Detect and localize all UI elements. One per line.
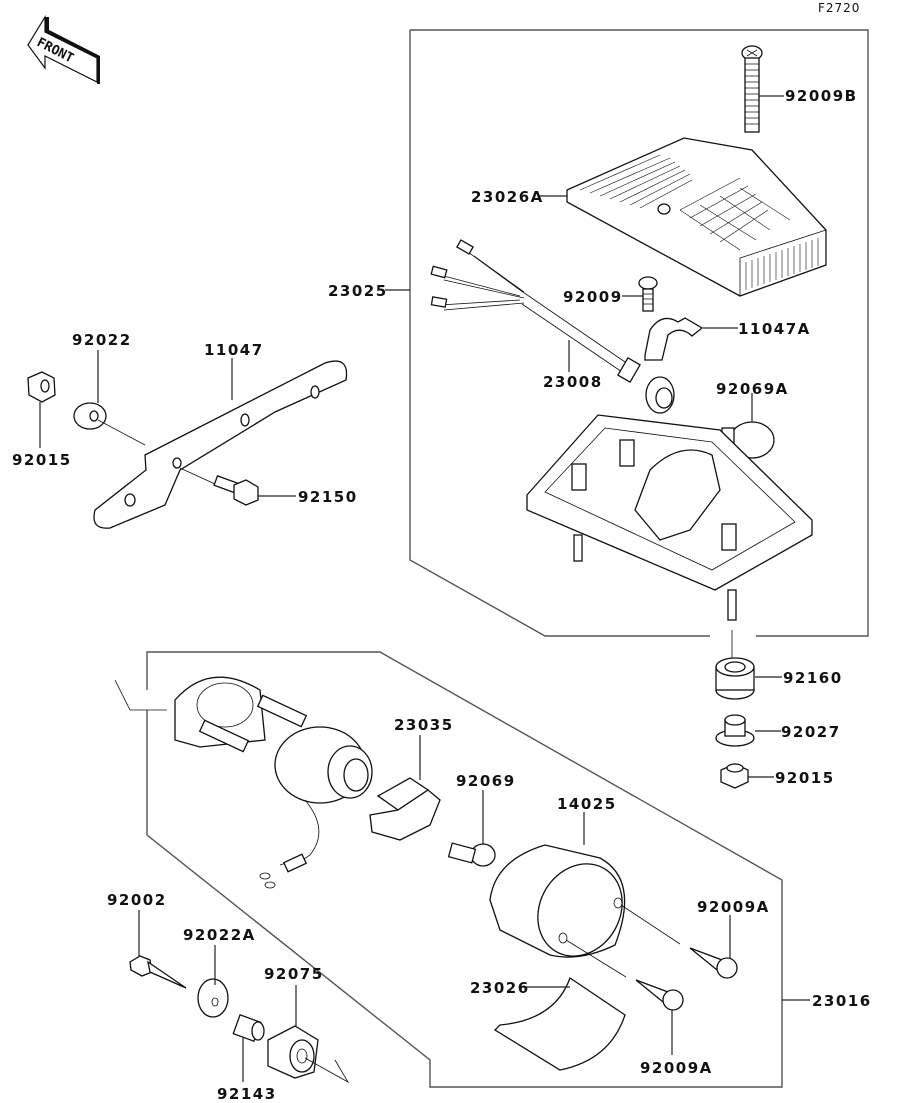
part-label: 92022 xyxy=(72,331,132,349)
part-label: 92075 xyxy=(264,965,324,983)
grommet-92075 xyxy=(267,1025,350,1084)
part-label: 23035 xyxy=(394,716,454,734)
figure-code: F2720 xyxy=(818,1,860,15)
bracket-11047 xyxy=(93,360,348,529)
part-label: 23026A xyxy=(471,188,544,206)
part-label: 92009 xyxy=(563,288,623,306)
part-label: 23008 xyxy=(543,373,603,391)
collar-92143 xyxy=(232,1014,265,1042)
bulb-socket xyxy=(259,726,373,889)
part-label: 23025 xyxy=(328,282,388,300)
part-label: 92009A xyxy=(640,1059,713,1077)
lens-bracket-23026 xyxy=(493,976,626,1071)
screw-92009B xyxy=(741,45,763,133)
part-label: 23026 xyxy=(470,979,530,997)
grommet-92160 xyxy=(715,657,755,700)
clamp-11047A xyxy=(644,317,704,361)
part-label: 92015 xyxy=(12,451,72,469)
lens-cover-23026A xyxy=(566,137,827,297)
screw-92009A-upper xyxy=(689,947,738,979)
part-label: 92160 xyxy=(783,669,843,687)
wire-harness-23008 xyxy=(430,239,675,414)
group-box-23025 xyxy=(410,29,869,637)
part-label: 92015 xyxy=(775,769,835,787)
part-label: 92027 xyxy=(781,723,841,741)
part-label: 92069A xyxy=(716,380,789,398)
light-housing-base xyxy=(526,414,813,660)
part-label: 92150 xyxy=(298,488,358,506)
taillight-mount xyxy=(114,676,308,753)
bolt-92150 xyxy=(213,475,259,506)
screw-92009 xyxy=(638,276,658,312)
part-label: 92002 xyxy=(107,891,167,909)
part-label: 92069 xyxy=(456,772,516,790)
part-label: 92022A xyxy=(183,926,256,944)
nut-92015-right xyxy=(720,763,749,789)
part-label: 11047A xyxy=(738,320,811,338)
nut-92015-left xyxy=(27,371,56,403)
part-label: 14025 xyxy=(557,795,617,813)
part-label: 92143 xyxy=(217,1085,277,1103)
part-label: 92009A xyxy=(697,898,770,916)
part-label: 11047 xyxy=(204,341,264,359)
screw-92009A-lower xyxy=(635,979,684,1011)
group-box-23016 xyxy=(146,651,783,1088)
washer-92022 xyxy=(73,402,107,430)
front-arrow-icon: FRONT xyxy=(27,14,100,84)
washer-92022A xyxy=(197,978,229,1018)
lens-14025 xyxy=(489,844,681,978)
contact-23035 xyxy=(369,777,441,841)
part-label: 23016 xyxy=(812,992,872,1010)
bulb-92069 xyxy=(447,842,496,867)
bolt-92002 xyxy=(129,955,187,989)
collar-92027 xyxy=(715,714,755,747)
part-label: 92009B xyxy=(785,87,858,105)
